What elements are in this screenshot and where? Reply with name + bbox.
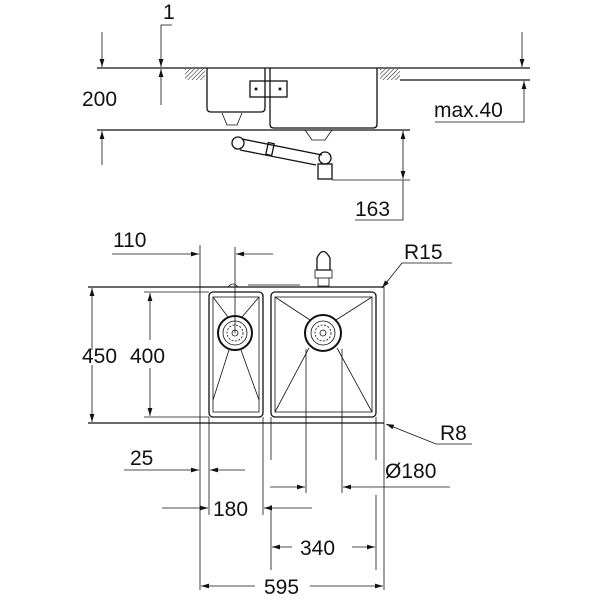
small-bowl-inner [212, 296, 260, 413]
large-bowl-section [269, 68, 378, 129]
dim-large-bowl: 340 [300, 537, 335, 560]
plan-view: 110 R15 450 400 R8 25 Ø180 180 340 595 [82, 229, 472, 599]
bracket [249, 80, 288, 98]
dim-total-width: 595 [264, 576, 299, 599]
dim-small-bowl: 180 [213, 498, 248, 521]
waste-pipe [239, 138, 323, 166]
large-bowl [270, 291, 377, 418]
dim-waste: 163 [355, 198, 390, 221]
overflow-fitting [314, 250, 333, 287]
dim-radius-inner: R8 [440, 422, 467, 445]
small-bowl [208, 291, 264, 418]
small-drain [221, 112, 243, 126]
hatch-left [185, 69, 205, 80]
large-drain [304, 129, 333, 141]
trap-outlet [317, 163, 333, 180]
dim-drain-offset: 110 [113, 229, 146, 252]
dim-drain-diameter: Ø180 [385, 460, 436, 483]
dim-radius-outer: R15 [404, 241, 443, 264]
dim-bowl-depth: 400 [130, 345, 165, 368]
dim-depth: 200 [82, 88, 117, 111]
dim-gap: 1 [163, 1, 175, 24]
waste-elbow [231, 136, 245, 150]
dim-outer-depth: 450 [82, 345, 117, 368]
large-drain-strainer [304, 314, 342, 352]
dim-edge: 25 [130, 447, 153, 470]
side-view: 200 1 max.40 163 [82, 1, 530, 221]
trap [318, 151, 332, 165]
small-bowl-section [206, 68, 266, 113]
large-bowl-inner [274, 296, 373, 413]
hatch-right [380, 69, 400, 80]
dim-countertop: max.40 [434, 99, 503, 122]
